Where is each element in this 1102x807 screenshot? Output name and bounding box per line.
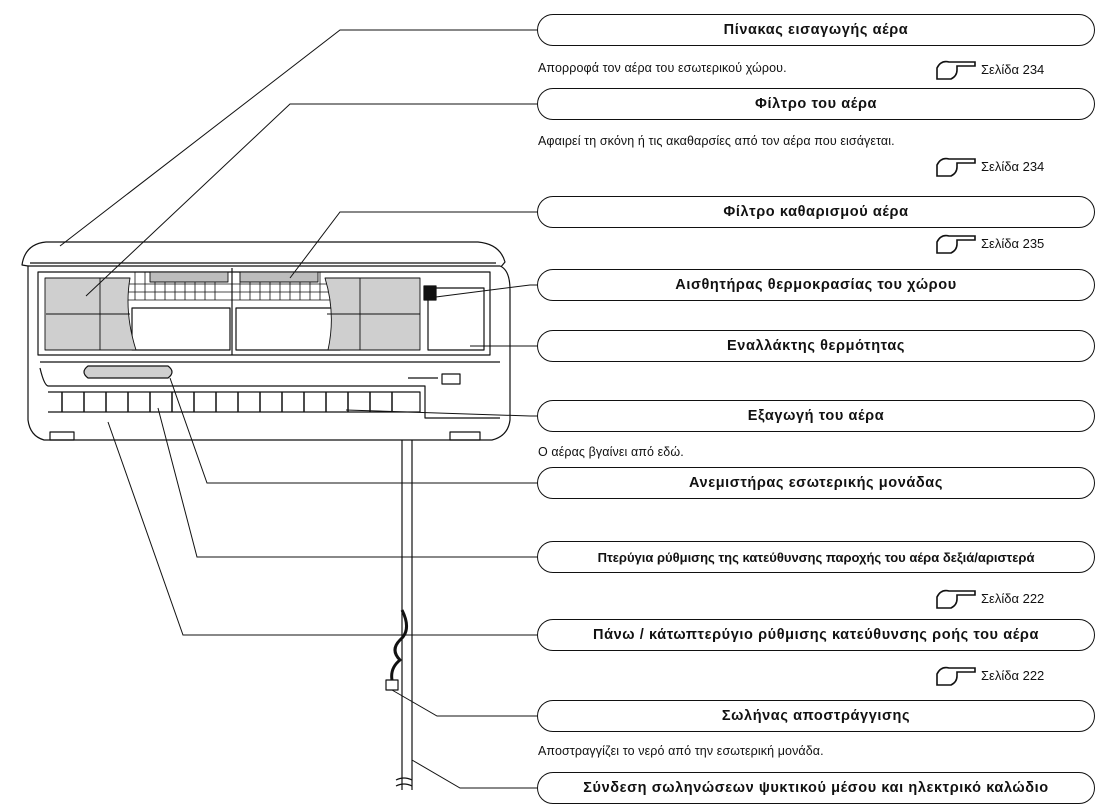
label-room-temp-sensor: Αισθητήρας θερμοκρασίας του χώρου [537, 269, 1095, 301]
pointing-hand-icon [936, 666, 976, 686]
pageref-air-purifying-filter[interactable]: Σελίδα 235 [935, 232, 1044, 254]
label-air-outlet: Εξαγωγή του αέρα [537, 400, 1095, 432]
pageref-text: Σελίδα 234 [981, 61, 1045, 77]
label-ud-flap: Πάνω / κάτωπτερύγιο ρύθμισης κατεύθυνσης… [537, 619, 1095, 651]
leader-air-outlet [345, 409, 540, 417]
label-heat-exchanger: Εναλλάκτης θερμότητας [537, 330, 1095, 362]
label-air-purifying-filter: Φίλτρο καθαρισμού αέρα [537, 196, 1095, 228]
pointing-hand-icon [936, 157, 976, 177]
leader-refrigerant-piping [411, 759, 540, 789]
drain-hose-coil [390, 609, 408, 681]
label-air-intake-panel: Πίνακας εισαγωγής αέρα [537, 14, 1095, 46]
desc-air-intake-panel: Απορροφά τον αέρα του εσωτερικού χώρου. [538, 61, 787, 75]
leader-air-intake-panel [59, 29, 540, 247]
front-panel-outline [21, 241, 506, 269]
pageref-air-filter[interactable]: Σελίδα 234 [935, 155, 1044, 177]
leader-indoor-fan [169, 377, 540, 484]
pointing-hand-icon [936, 589, 976, 609]
leader-purifying-filter [289, 211, 540, 279]
pageref-text: Σελίδα 234 [981, 158, 1045, 174]
pageref-text: Σελίδα 235 [981, 235, 1045, 251]
fan-cylinder [83, 365, 173, 379]
desc-air-filter: Αφαιρεί τη σκόνη ή τις ακαθαρσίες από το… [538, 134, 895, 148]
pageref-ud-flap[interactable]: Σελίδα 222 [935, 664, 1044, 686]
pageref-lr-louver[interactable]: Σελίδα 222 [935, 587, 1044, 609]
label-lr-louver: Πτερύγια ρύθμισης της κατεύθυνσης παροχή… [537, 541, 1095, 573]
leader-air-filter [85, 103, 540, 297]
leader-lr-louver [157, 407, 540, 558]
pageref-text: Σελίδα 222 [981, 590, 1045, 606]
pointing-hand-icon [936, 234, 976, 254]
label-drain-hose: Σωλήνας αποστράγγισης [537, 700, 1095, 732]
pageref-air-intake-panel[interactable]: Σελίδα 234 [935, 58, 1044, 80]
label-refrigerant-piping: Σύνδεση σωληνώσεων ψυκτικού μέσου και ηλ… [537, 772, 1095, 804]
label-indoor-fan: Ανεμιστήρας εσωτερικής μονάδας [537, 467, 1095, 499]
pageref-text: Σελίδα 222 [981, 667, 1045, 683]
leader-drain-hose [391, 689, 540, 717]
desc-drain-hose: Αποστραγγίζει το νερό από την εσωτερική … [538, 744, 824, 758]
leader-ud-flap [107, 421, 540, 636]
desc-air-outlet: Ο αέρας βγαίνει από εδώ. [538, 445, 684, 459]
pointing-hand-icon [936, 60, 976, 80]
label-air-filter: Φίλτρο του αέρα [537, 88, 1095, 120]
leader-temp-sensor [427, 284, 540, 299]
